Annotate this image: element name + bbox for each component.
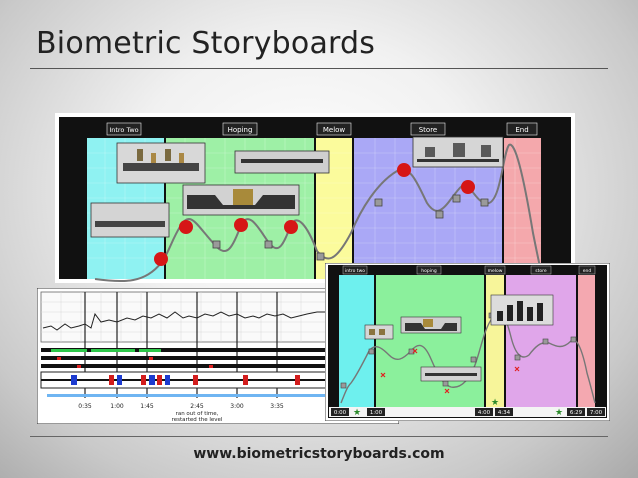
main-arousal-curve bbox=[94, 143, 542, 283]
game-thumbnail bbox=[234, 150, 330, 174]
main-curve-point bbox=[452, 194, 461, 203]
small-x-marker bbox=[514, 366, 520, 372]
title-divider bbox=[30, 68, 608, 69]
small-arousal-curve bbox=[340, 312, 596, 404]
timeline-tick: 1:00 bbox=[110, 403, 124, 410]
timeline-tick: 3:00 bbox=[230, 403, 244, 410]
main-curve-point bbox=[316, 252, 325, 261]
small-band-hoping bbox=[375, 275, 485, 407]
main-section-label-melow: Melow bbox=[323, 126, 346, 134]
main-event-marker bbox=[461, 180, 475, 194]
game-thumbnail bbox=[116, 142, 206, 184]
small-section-label-hoping: hoping bbox=[421, 268, 437, 274]
small-time-label: 4:00 bbox=[478, 410, 491, 416]
small-time-label: 6:29 bbox=[570, 410, 583, 416]
main-curve-point bbox=[374, 198, 383, 207]
small-time-label: 4:34 bbox=[498, 410, 511, 416]
main-section-label-intro: Intro Two bbox=[109, 126, 138, 134]
small-section-label-store: store bbox=[535, 268, 547, 274]
small-x-marker bbox=[412, 348, 418, 354]
progress-bar-segment bbox=[91, 349, 135, 352]
progress-bar-segment bbox=[51, 349, 87, 352]
main-event-marker bbox=[154, 252, 168, 266]
main-section-label-store: Store bbox=[419, 126, 438, 134]
small-storyboard-image: intro two hoping melow store end bbox=[325, 263, 610, 421]
small-section-label-melow: melow bbox=[488, 268, 503, 274]
main-event-marker bbox=[234, 218, 248, 232]
timeline-signal-image: 0:35 1:00 1:45 2:45 3:00 3:35 ran out of… bbox=[37, 288, 399, 424]
small-x-marker bbox=[444, 388, 450, 394]
small-x-marker bbox=[380, 372, 386, 378]
event-track-markers bbox=[71, 375, 300, 385]
footer-divider bbox=[30, 436, 608, 437]
timeline-tick: 1:45 bbox=[140, 403, 154, 410]
game-thumbnail bbox=[182, 184, 300, 216]
main-event-marker bbox=[397, 163, 411, 177]
progress-bar-segment bbox=[139, 349, 161, 352]
main-curve-point bbox=[435, 210, 444, 219]
star-icon: ★ bbox=[491, 398, 499, 408]
game-thumbnail bbox=[90, 202, 170, 238]
main-event-marker bbox=[284, 220, 298, 234]
main-event-marker bbox=[179, 220, 193, 234]
small-section-label-end: end bbox=[583, 268, 592, 274]
small-time-label: 0:00 bbox=[334, 410, 347, 416]
small-time-label: 7:00 bbox=[590, 410, 603, 416]
main-curve-point bbox=[212, 240, 221, 249]
main-curve-point bbox=[480, 198, 489, 207]
timeline-tick: 3:35 bbox=[270, 403, 284, 410]
star-icon: ★ bbox=[353, 408, 361, 418]
game-thumbnail bbox=[412, 136, 504, 168]
small-section-label-intro: intro two bbox=[345, 268, 365, 274]
timeline-tick: 2:45 bbox=[190, 403, 204, 410]
footer-url: www.biometricstoryboards.com bbox=[193, 446, 445, 462]
slide-title: Biometric Storyboards bbox=[36, 26, 376, 61]
small-band-end bbox=[577, 275, 595, 407]
main-section-label-hoping: Hoping bbox=[228, 126, 253, 134]
timeline-tick: 0:35 bbox=[78, 403, 92, 410]
main-storyboard-image: Intro Two Hoping Melow Store End bbox=[55, 113, 575, 283]
timeline-note-line2: restarted the level bbox=[172, 417, 223, 423]
small-time-label: 1:00 bbox=[370, 410, 383, 416]
section-band-end bbox=[503, 138, 541, 279]
signal-trace bbox=[42, 311, 325, 331]
timeline-note-line1: ran out of time, bbox=[176, 411, 219, 417]
star-icon: ★ bbox=[555, 408, 563, 418]
main-section-label-end: End bbox=[515, 126, 528, 134]
main-curve-point bbox=[264, 240, 273, 249]
